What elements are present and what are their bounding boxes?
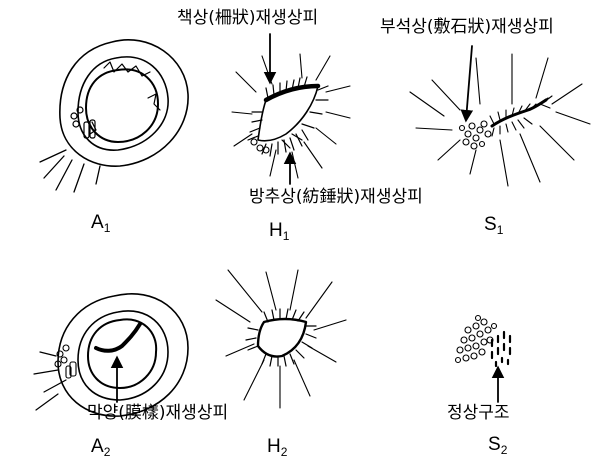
panel-a2-sketch [34, 294, 188, 416]
panel-label-a1: A1 [91, 213, 110, 234]
panel-s1-sketch [410, 54, 590, 186]
panel-label-a2: A2 [91, 437, 110, 458]
panel-a1-sketch [40, 40, 188, 192]
arrow-cobblestone [466, 46, 472, 120]
label-normal-structure: 정상구조 [447, 405, 510, 422]
panel-label-s1: S1 [484, 215, 503, 236]
panel-h1-sketch [232, 54, 350, 178]
panel-s2-sketch [456, 316, 511, 367]
panel-h2-sketch [216, 270, 346, 408]
label-palisade-epithelium: 책상(柵狀)재생상피 [177, 10, 318, 27]
label-spindle-epithelium: 방추상(紡錘狀)재생상피 [249, 189, 423, 206]
panel-label-h1: H1 [269, 221, 289, 242]
panel-label-h2: H2 [267, 437, 287, 458]
label-cobblestone-epithelium: 부석상(敷石狀)재생상피 [380, 19, 554, 36]
panel-label-s2: S2 [488, 435, 507, 456]
label-membrane-epithelium: 막양(膜樣)재생상피 [87, 405, 228, 422]
